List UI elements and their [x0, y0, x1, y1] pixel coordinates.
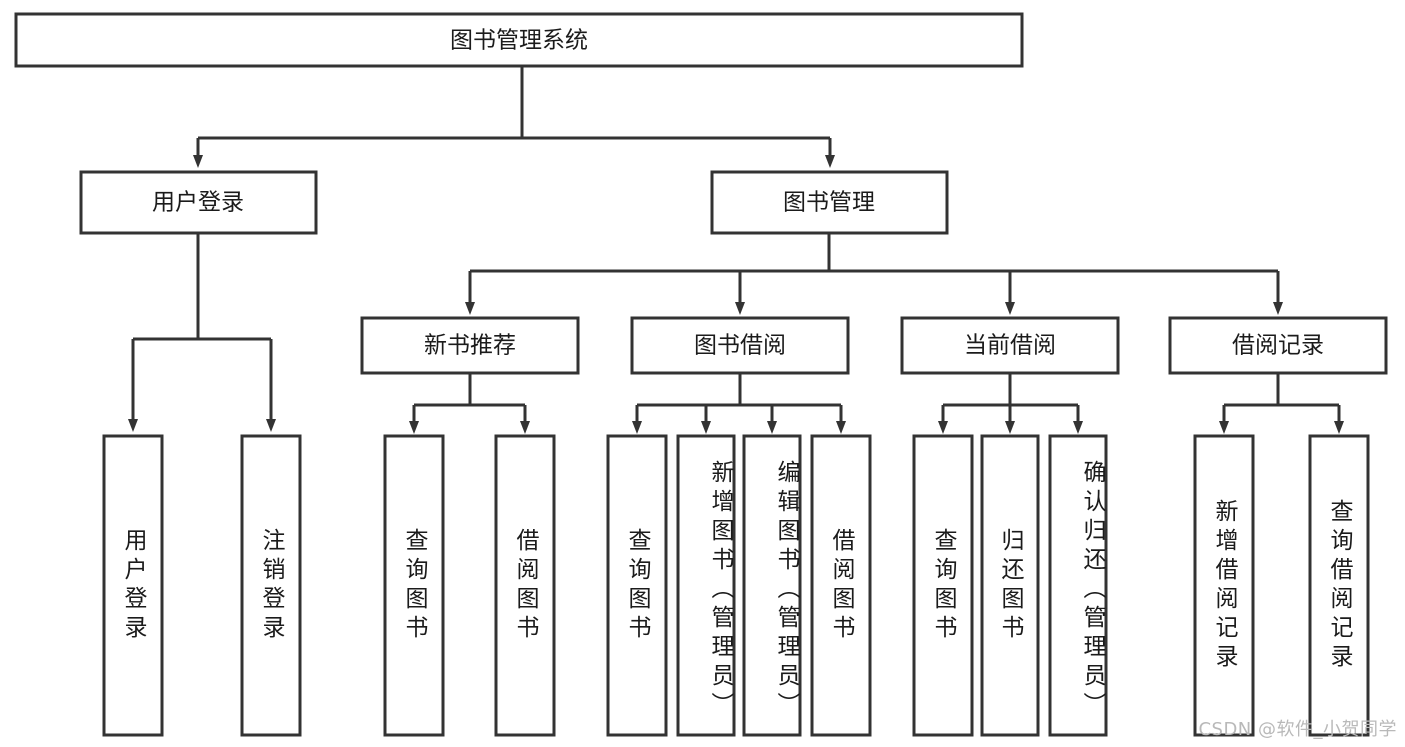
connector-borrow-record-to-leaves	[1219, 373, 1344, 434]
node-new-book-recommend-label: 新书推荐	[424, 333, 516, 359]
node-current-borrow[interactable]: 当前借阅	[900, 316, 1120, 375]
node-new-book-recommend[interactable]: 新书推荐	[360, 316, 580, 375]
node-book-borrow-label: 图书借阅	[694, 333, 786, 359]
node-user-login[interactable]: 用户登录	[79, 170, 318, 235]
connector-root-to-level2	[193, 66, 835, 168]
connector-user-login-to-leaves	[128, 233, 276, 432]
leaf-rect-query-book-1[interactable]	[383, 434, 445, 737]
node-current-borrow-label: 当前借阅	[964, 333, 1056, 359]
leaf-rect-return-book[interactable]	[980, 434, 1040, 737]
node-root[interactable]: 图书管理系统	[14, 12, 1024, 68]
connector-book-management-to-level3	[465, 233, 1283, 315]
leaf-rect-confirm-return[interactable]	[1048, 434, 1108, 737]
connector-current-borrow-to-leaves	[938, 373, 1083, 434]
leaf-rect-edit-book[interactable]	[742, 434, 802, 737]
node-borrow-record[interactable]: 借阅记录	[1168, 316, 1388, 375]
leaf-rect-query-book-2[interactable]	[606, 434, 668, 737]
connector-book-borrow-to-leaves	[632, 373, 846, 434]
node-book-management-label: 图书管理	[783, 190, 875, 216]
node-root-label: 图书管理系统	[450, 28, 588, 54]
leaf-rect-logout[interactable]	[240, 434, 302, 737]
connector-new-book-recommend-to-leaves	[409, 373, 530, 434]
node-book-borrow[interactable]: 图书借阅	[630, 316, 850, 375]
leaf-rect-add-record[interactable]	[1193, 434, 1255, 737]
leaf-rect-user-login[interactable]	[102, 434, 164, 737]
leaf-rect-borrow-book-2[interactable]	[810, 434, 872, 737]
leaf-rect-query-record[interactable]	[1308, 434, 1370, 737]
leaf-rect-add-book[interactable]	[676, 434, 736, 737]
watermark: CSDN @软件_小贺同学	[1198, 719, 1397, 740]
node-user-login-label: 用户登录	[152, 190, 244, 216]
node-book-management[interactable]: 图书管理	[710, 170, 949, 235]
leaf-rects	[102, 434, 1370, 737]
leaf-rect-query-book-3[interactable]	[912, 434, 974, 737]
leaf-rect-borrow-book-1[interactable]	[494, 434, 556, 737]
node-borrow-record-label: 借阅记录	[1232, 333, 1324, 359]
